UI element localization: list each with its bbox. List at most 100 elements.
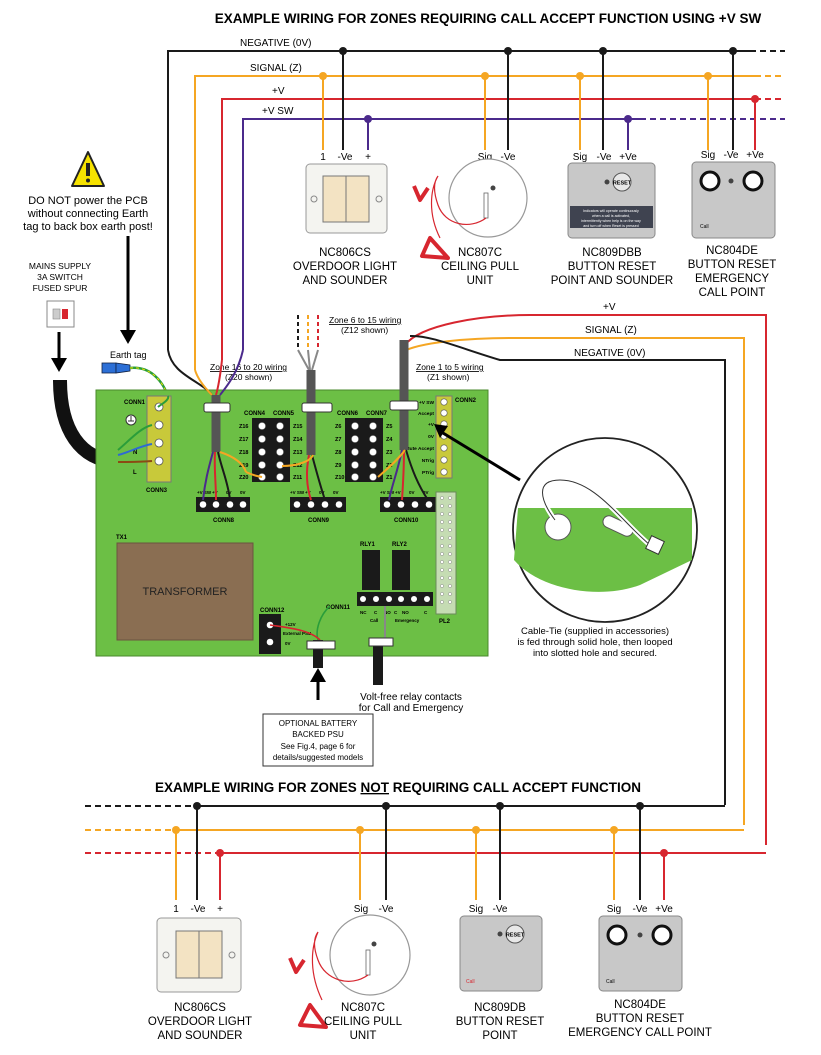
mains-supply: MAINS SUPPLY 3A SWITCH FUSED SPUR (29, 261, 92, 328)
svg-text:CEILING PULL: CEILING PULL (324, 1016, 403, 1028)
svg-text:for Call and Emergency: for Call and Emergency (359, 703, 464, 714)
svg-text:0V: 0V (285, 641, 291, 646)
device-desc: EMERGENCY (695, 273, 769, 285)
cable-zone-6-15 (281, 315, 333, 501)
svg-text:Z8: Z8 (335, 450, 341, 456)
device-bottom-nc804de: Sig -Ve +Ve Call NC804DE BUTTON RESET EM… (568, 904, 712, 1039)
svg-text:BUTTON RESET: BUTTON RESET (456, 1016, 545, 1028)
device-name: NC806CS (319, 247, 371, 259)
terminal-label: -Ve (723, 150, 738, 161)
zone-1-5-label: Zone 1 to 5 wiring (416, 362, 484, 372)
svg-text:C: C (424, 610, 428, 615)
svg-text:NO: NO (384, 610, 391, 615)
bus-possw-label: +V SW (262, 106, 294, 117)
svg-text:BUTTON RESET: BUTTON RESET (596, 1013, 685, 1025)
device-name: NC804DE (706, 245, 758, 257)
device-bottom-nc809db: Sig -Ve RESET Call NC809DB BUTTON RESET … (456, 904, 545, 1042)
svg-text:C: C (374, 610, 378, 615)
svg-text:+V: +V (395, 490, 401, 495)
device-desc: BUTTON RESET (688, 259, 777, 271)
bottom-title-pre: EXAMPLE WIRING FOR ZONES (155, 780, 361, 795)
top-drops (322, 51, 756, 150)
pull-triangle-icon (412, 185, 430, 202)
svg-text:NC806CS: NC806CS (174, 1002, 226, 1014)
svg-text:is fed through solid hole, the: is fed through solid hole, then looped (517, 637, 672, 648)
svg-text:Z13: Z13 (293, 450, 302, 456)
svg-text:Z14: Z14 (293, 437, 303, 443)
call-button-icon (651, 924, 673, 946)
bus-pos-right (404, 314, 767, 845)
conn12 (259, 614, 281, 654)
svg-text:without connecting Earth: without connecting Earth (27, 208, 148, 220)
device-top-nc809dbb: Sig -Ve +Ve RESET Indicators will operat… (551, 152, 673, 287)
svg-text:Z5: Z5 (386, 424, 392, 430)
device-top-nc804de: Sig -Ve +Ve Call NC804DE BUTTON RESET EM… (688, 150, 777, 299)
bus-negative-top (167, 50, 750, 350)
bus-pos-right-label: +V (603, 302, 616, 313)
svg-text:3A SWITCH: 3A SWITCH (37, 272, 83, 282)
bus-negative-label: NEGATIVE (0V) (240, 38, 312, 49)
svg-text:RESET: RESET (506, 933, 525, 939)
top-junction-dots (319, 47, 759, 123)
terminal-label: 1 (320, 152, 326, 163)
top-title: EXAMPLE WIRING FOR ZONES REQUIRING CALL … (215, 11, 762, 26)
svg-text:External PSU: External PSU (283, 631, 311, 636)
svg-text:Z3: Z3 (386, 450, 392, 456)
svg-text:Z17: Z17 (239, 437, 248, 443)
reset-label: RESET (613, 181, 632, 187)
bottom-title-post: REQUIRING CALL ACCEPT FUNCTION (389, 780, 641, 795)
svg-text:L: L (133, 470, 137, 476)
bottom-title-not: NOT (361, 780, 390, 795)
svg-text:BACKED PSU: BACKED PSU (292, 730, 344, 739)
svg-text:Z11: Z11 (293, 475, 302, 481)
svg-text:Z12: Z12 (293, 463, 302, 469)
terminal-label: +Ve (619, 152, 637, 163)
svg-text:+V: +V (305, 490, 311, 495)
svg-text:AND SOUNDER: AND SOUNDER (158, 1030, 243, 1042)
relay-2 (392, 550, 410, 590)
pull-triangle-icon (420, 236, 450, 260)
svg-text:MAINS SUPPLY: MAINS SUPPLY (29, 261, 92, 271)
terminal-label: Sig (478, 152, 492, 163)
device-top-nc806cs: 1 -Ve + NC806CS OVERDOOR LIGHT AND SOUND… (293, 152, 397, 287)
svg-text:(Z12 shown): (Z12 shown) (341, 325, 388, 335)
terminal-label: -Ve (596, 152, 611, 163)
svg-text:CONN4: CONN4 (244, 411, 266, 417)
svg-text:Accept: Accept (418, 411, 434, 417)
svg-text:EMERGENCY CALL POINT: EMERGENCY CALL POINT (568, 1027, 712, 1039)
bus-signal-label: SIGNAL (Z) (250, 63, 302, 74)
cable-zone-16-20 (167, 349, 263, 501)
reset-button-icon (612, 172, 632, 192)
conn9: +V SW +V 0V 0V CONN9 (290, 490, 346, 524)
pl2-header (435, 491, 457, 615)
svg-text:OVERDOOR LIGHT: OVERDOOR LIGHT (148, 1016, 252, 1028)
svg-text:Z4: Z4 (386, 437, 393, 443)
svg-text:0V: 0V (240, 490, 246, 495)
svg-text:NC809DB: NC809DB (474, 1002, 526, 1014)
svg-text:RLY2: RLY2 (392, 542, 407, 548)
call-button-icon (742, 170, 764, 192)
svg-text:tag to back box earth post!: tag to back box earth post! (23, 221, 153, 233)
svg-text:Z10: Z10 (335, 475, 344, 481)
svg-text:Emergency: Emergency (395, 618, 420, 623)
earth-tag-label: Earth tag (110, 350, 147, 360)
svg-text:-Ve: -Ve (632, 904, 647, 915)
svg-text:into slotted hole and secured.: into slotted hole and secured. (533, 648, 657, 659)
svg-text:0V: 0V (423, 490, 429, 495)
pull-cord (430, 175, 487, 239)
fused-spur-icon (46, 300, 75, 328)
svg-text:+V SW: +V SW (290, 490, 305, 495)
svg-text:Z16: Z16 (239, 424, 248, 430)
svg-text:Call: Call (466, 979, 475, 985)
svg-text:FUSED SPUR: FUSED SPUR (33, 283, 88, 293)
svg-text:NC807C: NC807C (341, 1002, 385, 1014)
svg-text:CONN5: CONN5 (273, 411, 295, 417)
svg-text:0V: 0V (333, 490, 339, 495)
pcb-board: CONN1 N L CONN3 CONN4 CONN5 Z16 Z17 Z18 (95, 389, 489, 657)
bus-pos-top (221, 98, 755, 360)
svg-text:Z6: Z6 (335, 424, 341, 430)
svg-text:+12V: +12V (285, 622, 296, 627)
terminal-label: Sig (573, 152, 587, 163)
device-desc: OVERDOOR LIGHT (293, 261, 397, 273)
